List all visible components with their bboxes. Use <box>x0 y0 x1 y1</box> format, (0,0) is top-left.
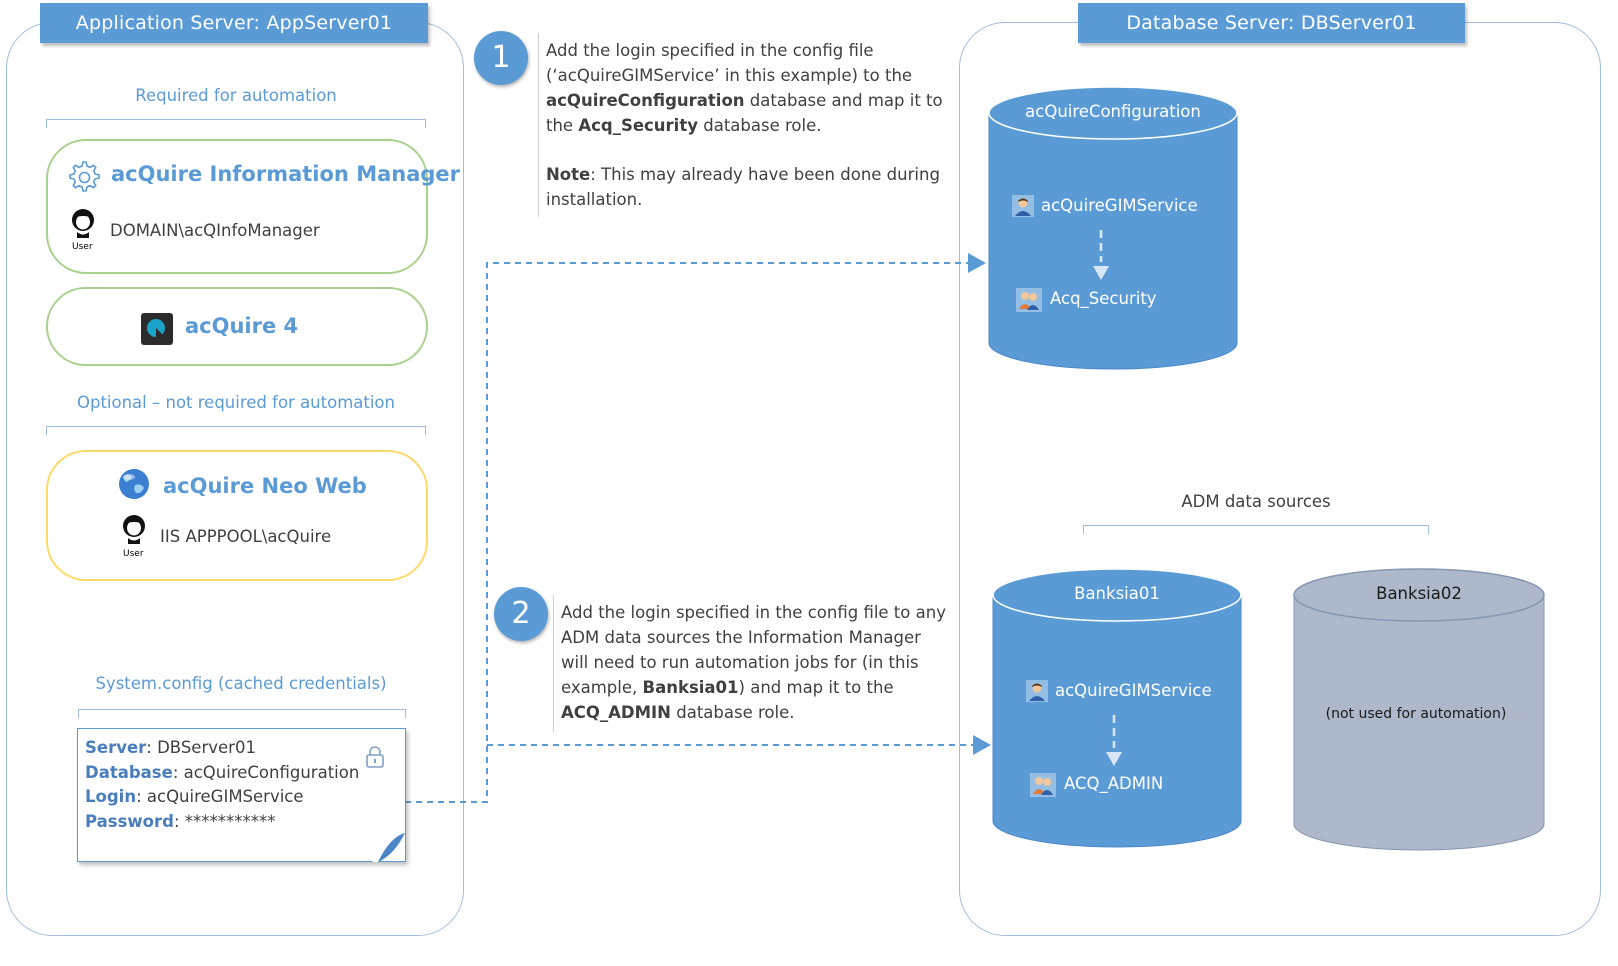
optional-label: Optional – not required for automation <box>76 393 395 412</box>
connector-to-config-db <box>405 253 986 803</box>
config-password-line: Password: *********** <box>85 811 276 831</box>
login-user-icon <box>1012 195 1034 217</box>
required-bracket <box>46 119 426 128</box>
neo-web-card: acQuire Neo Web User IIS APPPOOL\acQuire <box>46 450 428 581</box>
optional-bracket <box>46 426 426 435</box>
system-config-label: System.config (cached credentials) <box>95 674 387 693</box>
banksia02-cylinder <box>1293 568 1545 851</box>
banksia02-name: Banksia02 <box>1376 584 1462 603</box>
user-icon <box>123 515 145 544</box>
acquire4-logo-icon <box>141 313 173 345</box>
step-1-divider <box>538 33 539 217</box>
user-caption: User <box>72 242 93 252</box>
info-manager-card: acQuire Information Manager User DOMAIN\… <box>46 139 460 274</box>
adm-bracket <box>1083 525 1429 534</box>
role-group-icon <box>1030 773 1056 797</box>
banksia01-cylinder <box>992 568 1242 848</box>
adm-label: ADM data sources <box>1181 492 1331 511</box>
user-icon <box>72 209 94 238</box>
step-2-badge: 2 <box>494 587 548 641</box>
config-database-line: Database: acQuireConfiguration <box>85 762 360 782</box>
system-config-note: Server: DBServer01 Database: acQuireConf… <box>77 728 406 862</box>
config-db-role: Acq_Security <box>1050 289 1157 308</box>
globe-icon <box>119 469 149 499</box>
config-db-cylinder <box>988 86 1238 370</box>
config-db-name: acQuireConfiguration <box>1025 102 1201 121</box>
banksia01-name: Banksia01 <box>1074 584 1160 603</box>
config-server-line: Server: DBServer01 <box>85 738 256 757</box>
system-config-bracket <box>78 709 406 718</box>
mapping-arrow-config <box>1093 230 1109 280</box>
login-user-icon <box>1026 680 1048 702</box>
db-server-title: Database Server: DBServer01 <box>1078 3 1465 43</box>
step-2-text: Add the login specified in the config fi… <box>561 603 946 722</box>
config-db-login: acQuireGIMService <box>1041 196 1198 215</box>
required-label: Required for automation <box>135 86 337 105</box>
step-2-divider <box>553 595 554 732</box>
role-group-icon <box>1016 288 1042 312</box>
info-manager-account: DOMAIN\acQInfoManager <box>110 221 320 240</box>
page-curl-icon <box>372 829 405 862</box>
step-1-text: Add the login specified in the config fi… <box>546 41 943 209</box>
info-manager-title: acQuire Information Manager <box>111 162 461 186</box>
config-login-line: Login: acQuireGIMService <box>85 787 304 806</box>
user-caption: User <box>123 549 144 559</box>
app-server-title: Application Server: AppServer01 <box>40 3 428 43</box>
banksia01-login: acQuireGIMService <box>1055 681 1212 700</box>
banksia01-role: ACQ_ADMIN <box>1064 774 1164 793</box>
lock-icon <box>366 746 384 768</box>
gear-icon <box>69 161 100 192</box>
neo-web-title: acQuire Neo Web <box>163 474 367 498</box>
step-1-badge: 1 <box>474 31 528 85</box>
acquire4-title: acQuire 4 <box>185 314 299 338</box>
acquire4-card: acQuire 4 <box>46 287 428 366</box>
mapping-arrow-banksia01 <box>1106 715 1122 766</box>
banksia02-note: (not used for automation) <box>1325 706 1507 722</box>
neo-web-account: IIS APPPOOL\acQuire <box>160 527 332 546</box>
